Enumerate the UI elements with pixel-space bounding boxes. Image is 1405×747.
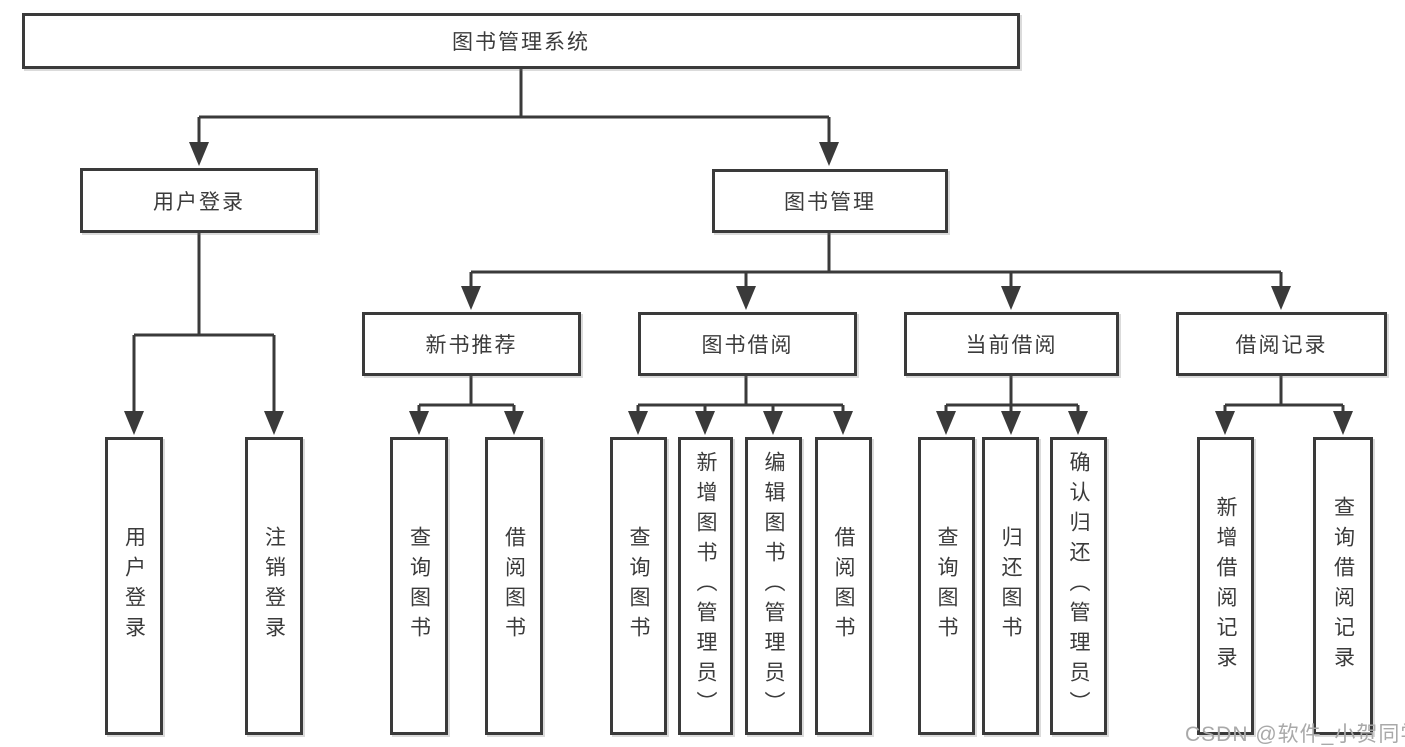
edge-borrowrecords-to-children — [1223, 376, 1345, 411]
node-book-borrow: 图书借阅 — [638, 312, 857, 376]
node-bb-add-label: 新增图书（管理员） — [694, 451, 717, 721]
node-bb-edit: 编辑图书（管理员） — [745, 437, 802, 735]
node-bb-add: 新增图书（管理员） — [678, 437, 733, 735]
node-book-mgmt-label: 图书管理 — [784, 191, 876, 214]
arrowhead — [736, 286, 756, 310]
arrowhead — [409, 411, 429, 435]
node-br-add: 新增借阅记录 — [1197, 437, 1254, 735]
edge-userlogin-to-children — [132, 233, 276, 411]
node-cb-return: 归还图书 — [982, 437, 1039, 735]
node-borrow-records: 借阅记录 — [1176, 312, 1387, 376]
node-bb-borrow: 借阅图书 — [815, 437, 872, 735]
arrowhead — [628, 411, 648, 435]
arrowhead — [189, 142, 209, 166]
node-root-label: 图书管理系统 — [452, 31, 590, 54]
node-root: 图书管理系统 — [22, 13, 1020, 69]
node-cb-query-label: 查询图书 — [935, 526, 958, 646]
node-cb-return-label: 归还图书 — [999, 526, 1022, 646]
csdn-watermark: CSDN @软件_小贺同学 — [1185, 723, 1405, 746]
node-login-label: 用户登录 — [122, 526, 146, 646]
node-br-query: 查询借阅记录 — [1313, 437, 1373, 735]
node-br-add-label: 新增借阅记录 — [1214, 496, 1237, 676]
node-current-borrow-label: 当前借阅 — [965, 334, 1058, 357]
arrowhead — [1215, 411, 1235, 435]
edge-root-to-level2 — [197, 69, 831, 142]
arrowhead — [819, 142, 839, 166]
node-cb-confirm-label: 确认归还（管理员） — [1067, 451, 1090, 721]
node-logout-label: 注销登录 — [262, 526, 286, 646]
arrowhead — [763, 411, 783, 435]
arrowhead — [936, 411, 956, 435]
node-bb-query: 查询图书 — [610, 437, 667, 735]
arrowhead — [504, 411, 524, 435]
node-nb-borrow: 借阅图书 — [485, 437, 543, 735]
node-current-borrow: 当前借阅 — [904, 312, 1119, 376]
arrowhead — [1001, 411, 1021, 435]
node-cb-confirm: 确认归还（管理员） — [1050, 437, 1107, 735]
node-nb-query-label: 查询图书 — [407, 526, 431, 646]
arrowhead — [1271, 286, 1291, 310]
edge-newbooks-to-children — [417, 376, 516, 411]
node-nb-borrow-label: 借阅图书 — [502, 526, 526, 646]
arrowhead — [124, 411, 144, 435]
node-login: 用户登录 — [105, 437, 163, 735]
edge-bookborrow-to-children — [636, 376, 845, 411]
node-user-login: 用户登录 — [80, 168, 318, 233]
edge-currentborrow-to-children — [944, 376, 1080, 411]
node-logout: 注销登录 — [245, 437, 303, 735]
arrowhead — [1001, 286, 1021, 310]
node-book-borrow-label: 图书借阅 — [701, 334, 794, 357]
arrowhead — [1333, 411, 1353, 435]
arrowhead — [461, 286, 481, 310]
node-book-mgmt: 图书管理 — [712, 169, 948, 233]
node-user-login-label: 用户登录 — [153, 190, 245, 214]
arrowhead — [833, 411, 853, 435]
arrowhead — [264, 411, 284, 435]
node-new-books-label: 新书推荐 — [425, 334, 518, 357]
node-nb-query: 查询图书 — [390, 437, 448, 735]
arrowhead — [695, 411, 715, 435]
node-cb-query: 查询图书 — [918, 437, 975, 735]
node-br-query-label: 查询借阅记录 — [1331, 496, 1355, 676]
node-bb-borrow-label: 借阅图书 — [832, 526, 855, 646]
node-new-books: 新书推荐 — [362, 312, 581, 376]
node-bb-edit-label: 编辑图书（管理员） — [762, 451, 785, 721]
edge-bookmgmt-to-level3 — [469, 233, 1283, 286]
arrowhead — [1068, 411, 1088, 435]
node-borrow-records-label: 借阅记录 — [1235, 334, 1328, 357]
node-bb-query-label: 查询图书 — [627, 526, 650, 646]
